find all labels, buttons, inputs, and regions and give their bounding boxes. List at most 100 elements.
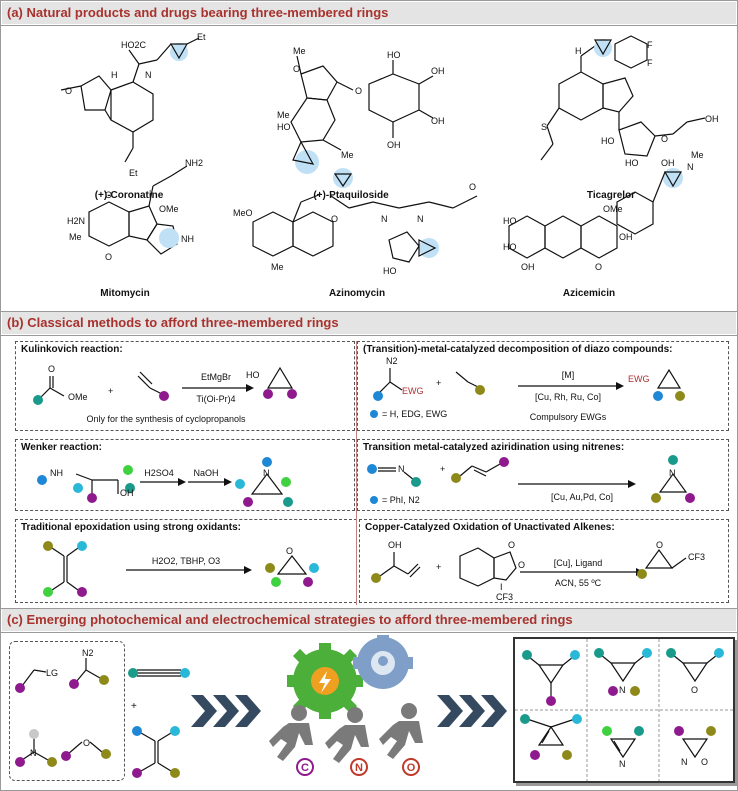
svg-text:O: O: [518, 560, 525, 570]
wenker-box: Wenker reaction: NH OH H2SO4: [15, 439, 355, 511]
svg-text:Et: Et: [197, 32, 206, 42]
svg-text:ACN, 55 ºC: ACN, 55 ºC: [555, 578, 602, 588]
svg-text:OMe: OMe: [603, 204, 623, 214]
diazo-scheme: N2 EWG + EWG [M] [Cu, Rh, Ru, Co] = H, E…: [370, 356, 685, 422]
svg-text:[Cu, Rh, Ru, Co]: [Cu, Rh, Ru, Co]: [535, 392, 601, 402]
svg-text:HO2C: HO2C: [121, 40, 147, 50]
copper-box: Copper-Catalyzed Oxidation of Unactivate…: [359, 519, 729, 603]
ptaquiloside-structure: [290, 55, 434, 174]
svg-text:O: O: [469, 182, 476, 192]
svg-text:O: O: [293, 64, 300, 74]
svg-text:N: N: [145, 70, 152, 80]
svg-text:EtMgBr: EtMgBr: [201, 372, 231, 382]
svg-text:Et: Et: [129, 168, 138, 178]
runner-icons: [269, 703, 423, 763]
divider: [1, 335, 737, 336]
svg-text:[Cu, Au,Pd, Co]: [Cu, Au,Pd, Co]: [551, 492, 613, 502]
svg-text:NH: NH: [181, 234, 194, 244]
epoxidation-title: Traditional epoxidation using strong oxi…: [21, 522, 242, 533]
photo-electro-illustration: C N O: [269, 635, 423, 776]
diazo-box: (Transition)-metal-catalyzed decompositi…: [357, 341, 729, 431]
svg-text:HO: HO: [383, 266, 397, 276]
svg-text:O: O: [595, 262, 602, 272]
svg-text:O: O: [286, 546, 293, 556]
products-scheme: N O N N O: [515, 639, 733, 781]
svg-text:O: O: [105, 252, 112, 262]
svg-text:I: I: [500, 582, 503, 592]
svg-text:CF3: CF3: [688, 552, 705, 562]
copper-scheme: OH + O O I CF3 O CF3 [Cu], Ligand ACN, 5…: [371, 540, 705, 602]
diazo-title: (Transition)-metal-catalyzed decompositi…: [363, 344, 673, 355]
ticagrelor-structure: [540, 35, 706, 161]
svg-text:HO: HO: [503, 242, 517, 252]
svg-text:CF3: CF3: [496, 592, 513, 602]
svg-text:N: N: [687, 162, 694, 172]
svg-text:H2N: H2N: [67, 216, 85, 226]
svg-text:+: +: [131, 701, 137, 712]
section-b-divider: [356, 341, 357, 605]
divider: [1, 632, 737, 633]
svg-text:EWG: EWG: [402, 386, 424, 396]
badge-o: O: [407, 762, 416, 774]
svg-text:Me: Me: [69, 232, 82, 242]
label-azinomycin: Azinomycin: [329, 288, 385, 299]
svg-text:H2O2, TBHP, O3: H2O2, TBHP, O3: [152, 556, 220, 566]
svg-text:OH: OH: [431, 66, 445, 76]
section-a-header: (a) Natural products and drugs bearing t…: [2, 2, 736, 24]
svg-text:MeO: MeO: [233, 208, 253, 218]
epoxidation-box: Traditional epoxidation using strong oxi…: [15, 519, 357, 603]
svg-text:N2: N2: [82, 648, 94, 658]
svg-text:N: N: [398, 464, 405, 474]
svg-text:N: N: [30, 748, 37, 758]
svg-text:N2: N2: [386, 356, 398, 366]
svg-text:Me: Me: [271, 262, 284, 272]
svg-text:+: +: [108, 386, 113, 396]
svg-text:N: N: [417, 214, 424, 224]
svg-text:H: H: [111, 70, 118, 80]
epoxidation-scheme: O H2O2, TBHP, O3: [43, 541, 319, 597]
svg-text:N: N: [381, 214, 388, 224]
svg-text:O: O: [691, 685, 698, 695]
svg-text:Me: Me: [691, 150, 704, 160]
kulinkovich-box: Kulinkovich reaction: O OMe + HO EtMgBr …: [15, 341, 355, 431]
svg-text:+: +: [440, 464, 445, 474]
svg-text:= H, EDG, EWG: = H, EDG, EWG: [382, 409, 447, 419]
divider: [1, 608, 737, 609]
svg-text:O: O: [661, 134, 668, 144]
azinomycin-structure: [252, 168, 478, 263]
svg-text:HO: HO: [277, 122, 291, 132]
svg-text:N: N: [681, 757, 688, 767]
svg-text:N: N: [619, 759, 626, 769]
svg-text:O: O: [508, 540, 515, 550]
svg-text:O: O: [355, 86, 362, 96]
svg-text:OMe: OMe: [68, 392, 88, 402]
svg-text:N: N: [669, 468, 676, 478]
svg-text:Compulsory EWGs: Compulsory EWGs: [530, 412, 607, 422]
kulinkovich-title: Kulinkovich reaction:: [21, 344, 123, 355]
divider: [1, 311, 737, 312]
svg-text:OH: OH: [387, 140, 401, 150]
svg-text:+: +: [436, 378, 441, 388]
svg-text:Me: Me: [341, 150, 354, 160]
coronatine-structure: [60, 37, 200, 163]
svg-text:OH: OH: [120, 488, 134, 498]
divider: [1, 25, 737, 26]
nitrene-box: Transition metal-catalyzed aziridination…: [357, 439, 729, 511]
svg-text:OH: OH: [661, 158, 675, 168]
svg-text:O: O: [65, 86, 72, 96]
products-grid: N O N N O: [513, 637, 735, 783]
svg-text:O: O: [48, 364, 55, 374]
section-c-header: (c) Emerging photochemical and electroch…: [2, 609, 736, 631]
gear-blue-icon: [353, 635, 413, 689]
gear-green-icon: [287, 643, 363, 719]
svg-text:EWG: EWG: [628, 374, 650, 384]
svg-text:Ti(Oi-Pr)4: Ti(Oi-Pr)4: [196, 394, 235, 404]
svg-text:OH: OH: [431, 116, 445, 126]
svg-text:N: N: [619, 685, 626, 695]
azicemicin-structure: [508, 168, 683, 259]
svg-text:HO: HO: [625, 158, 639, 168]
svg-text:N: N: [263, 468, 270, 478]
svg-text:S: S: [541, 122, 547, 132]
svg-text:LG: LG: [46, 668, 58, 678]
